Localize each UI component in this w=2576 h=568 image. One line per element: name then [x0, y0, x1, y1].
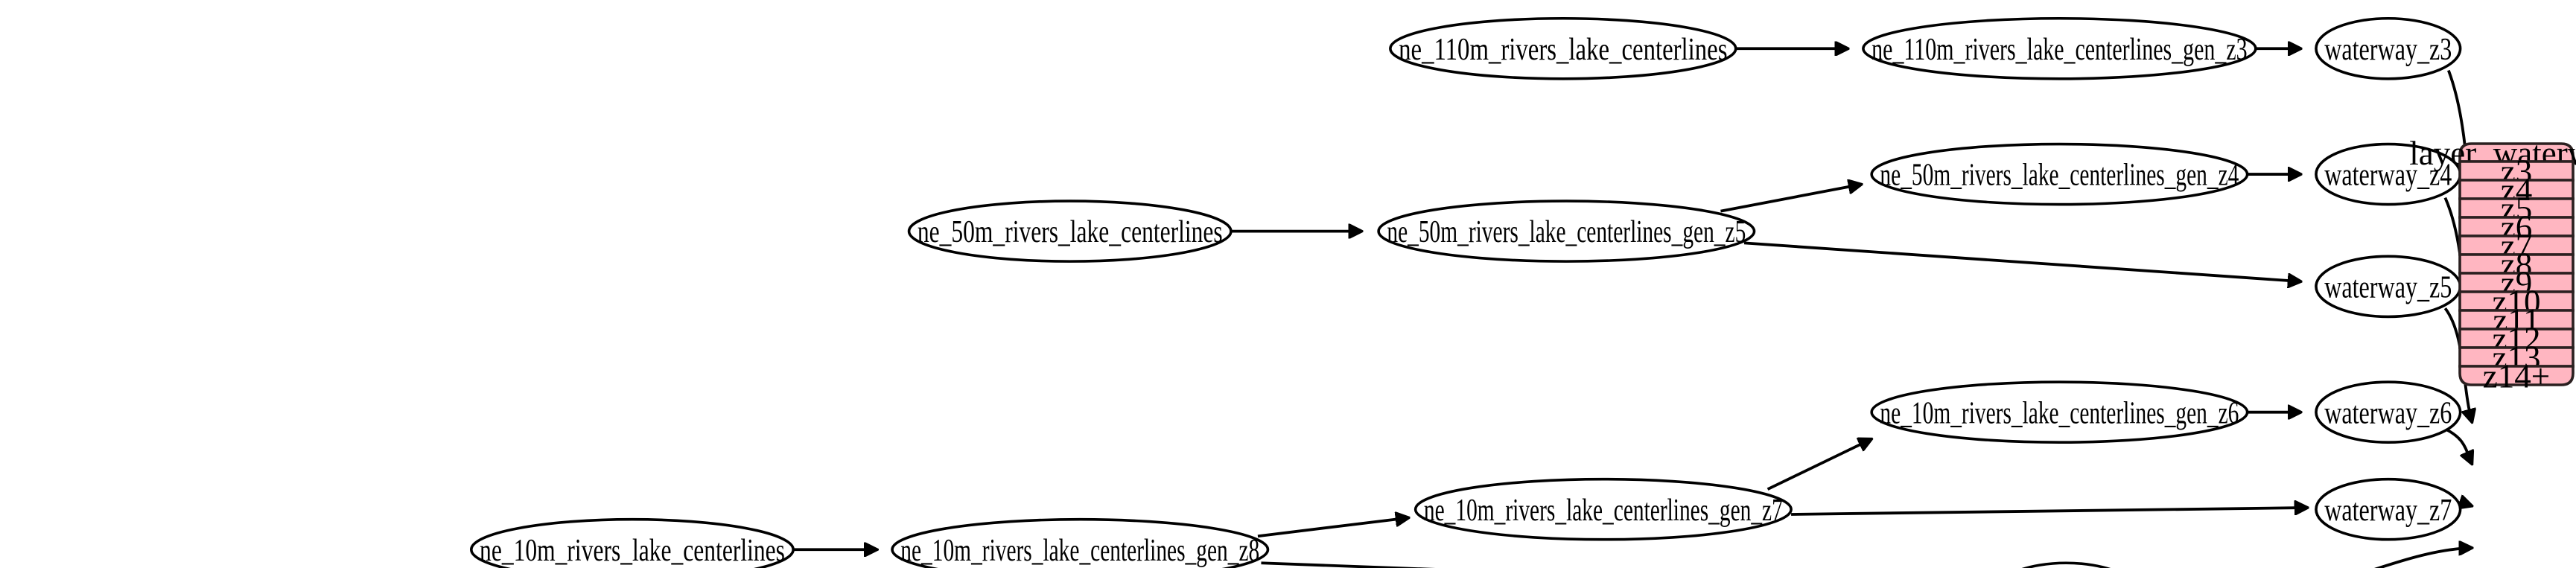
node-shape	[2315, 16, 2462, 80]
node-shape	[891, 517, 1270, 568]
edges-layer	[793, 48, 2475, 568]
graph-node-waterway_z6[interactable]: waterway_z6	[2315, 380, 2462, 444]
node-label: waterway_z4	[2324, 158, 2452, 193]
table-header-cell[interactable]	[2458, 142, 2575, 163]
graph-edge	[1791, 508, 2308, 516]
node-label: ne_50m_rivers_lake_centerlines_gen_z4	[1880, 158, 2239, 193]
graph-edge	[1766, 439, 1872, 491]
graph-edge	[1720, 185, 1862, 213]
node-shape	[2021, 561, 2111, 568]
graph-node-waterway_z7[interactable]: waterway_z7	[2315, 477, 2462, 541]
graph-node-ne50_z4[interactable]: ne_50m_rivers_lake_centerlines_gen_z4	[1870, 142, 2249, 206]
node-label: ne_50m_rivers_lake_centerlines_gen_z5	[1387, 214, 1746, 249]
graph-node-ne50_z5[interactable]: ne_50m_rivers_lake_centerlines_gen_z5	[1377, 200, 1756, 263]
node-label: ne_10m_rivers_lake_centerlines_gen_z8	[900, 533, 1259, 568]
node-label: ne_10m_rivers_lake_centerlines_gen_z6	[1880, 395, 2239, 430]
node-shape	[1870, 380, 2249, 444]
node-label: ne_10m_rivers_lake_centerlines_gen_z7	[1424, 493, 1783, 528]
node-shape	[1377, 200, 1756, 263]
node-label: waterway_z6	[2324, 395, 2452, 430]
node-label: waterway_z5	[2324, 270, 2452, 305]
graph-node-ne10_z7[interactable]: ne_10m_rivers_lake_centerlines_gen_z7	[1413, 477, 1793, 541]
graph-edge	[2373, 548, 2472, 568]
node-shape	[907, 200, 1233, 263]
graph-node-ne10[interactable]: ne_10m_rivers_lake_centerlines	[470, 517, 795, 568]
graph-edge	[2444, 427, 2472, 464]
node-label: ne_50m_rivers_lake_centerlines	[917, 214, 1223, 249]
node-shape	[1870, 142, 2249, 206]
node-shape	[2315, 477, 2462, 541]
node-label: ne_110m_rivers_lake_centerlines_gen_z3	[1871, 32, 2247, 67]
nodes-layer: imposm3osm_waterway_linestringosm_import…	[470, 16, 2462, 568]
node-shape	[1389, 16, 1737, 80]
graph-node-ne50[interactable]: ne_50m_rivers_lake_centerlines	[907, 200, 1233, 263]
node-label: ne_10m_rivers_lake_centerlines	[480, 533, 785, 568]
graph-node-ne110_z3[interactable]: ne_110m_rivers_lake_centerlines_gen_z3	[1862, 16, 2257, 80]
graph-node-ne10_z8[interactable]: ne_10m_rivers_lake_centerlines_gen_z8	[891, 517, 1270, 568]
node-label: ne_110m_rivers_lake_centerlines	[1399, 32, 1727, 67]
layer-waterway-table[interactable]: layer_waterwayz3z4z5z6z7z8z9z10z11z12z13…	[2409, 135, 2576, 395]
table-row-cell-z14+[interactable]	[2458, 365, 2575, 386]
node-label: waterway_z7	[2324, 493, 2452, 528]
graph-edge	[1743, 241, 2301, 281]
node-shape	[2315, 380, 2462, 444]
graph-node-waterway_z5[interactable]: waterway_z5	[2315, 255, 2462, 319]
node-shape	[1413, 477, 1793, 541]
node-label: waterway_z3	[2324, 32, 2452, 67]
graph-node-ne10_z6[interactable]: ne_10m_rivers_lake_centerlines_gen_z6	[1870, 380, 2249, 444]
node-shape	[1862, 16, 2257, 80]
graph-node-ne110[interactable]: ne_110m_rivers_lake_centerlines	[1389, 16, 1737, 80]
graph-edge	[1261, 561, 1436, 568]
graph-node-waterway_z8[interactable]: waterway_z8	[1994, 561, 2139, 568]
graph-edge	[1257, 517, 1409, 538]
table-row-label-z14+: z14+	[2483, 358, 2550, 395]
graph-node-waterway_z3[interactable]: waterway_z3	[2315, 16, 2462, 80]
node-shape	[470, 517, 795, 568]
